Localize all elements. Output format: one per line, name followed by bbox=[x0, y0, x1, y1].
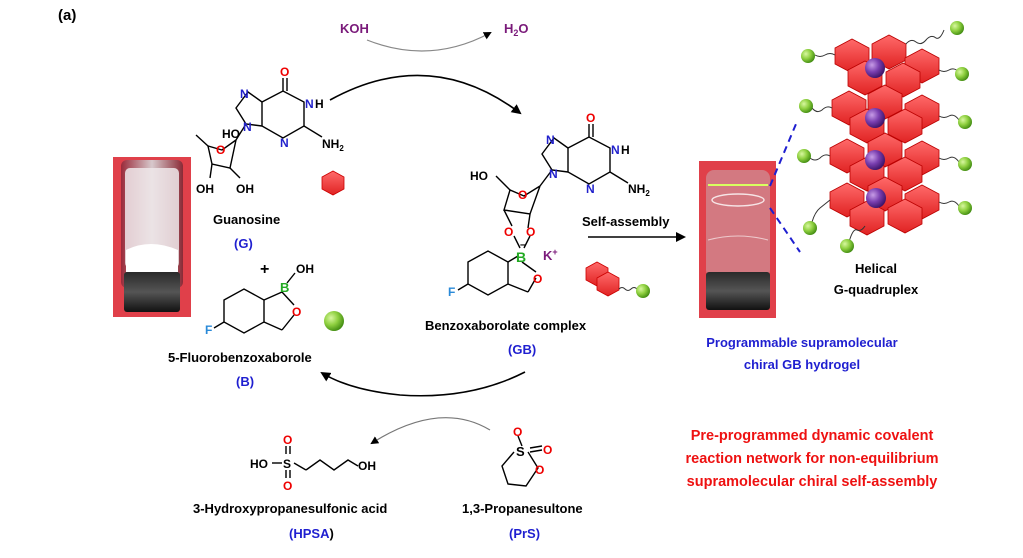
hydrogel-line1: Programmable supramolecular bbox=[706, 335, 897, 350]
svg-text:N: N bbox=[280, 136, 289, 150]
svg-text:O: O bbox=[533, 272, 542, 286]
svg-text:N: N bbox=[243, 120, 252, 134]
hydrogel-line2: chiral GB hydrogel bbox=[744, 357, 860, 372]
guanosine-atoms: HO OH OH O N N N N H NH2 O bbox=[196, 65, 344, 196]
complex-abbr: (GB) bbox=[508, 342, 536, 357]
complex-name: Benzoxaborolate complex bbox=[425, 318, 587, 333]
quadruplex-line1: Helical bbox=[855, 261, 897, 276]
network-line3: supramolecular chiral self-assembly bbox=[687, 474, 938, 490]
svg-text:B: B bbox=[280, 280, 289, 295]
svg-text:N: N bbox=[240, 87, 249, 101]
svg-text:H: H bbox=[315, 97, 324, 111]
svg-text:O: O bbox=[513, 425, 522, 439]
koh-label: KOH bbox=[340, 21, 369, 36]
benzoxaborole-atoms: OH B O F bbox=[205, 262, 314, 337]
svg-text:O: O bbox=[283, 479, 292, 493]
svg-text:N: N bbox=[546, 133, 555, 147]
svg-text:O: O bbox=[526, 225, 535, 239]
svg-text:HO: HO bbox=[250, 457, 268, 471]
koh-h2o-arrow bbox=[366, 32, 492, 52]
svg-text:B: B bbox=[516, 249, 526, 265]
reaction-arrow-bottom bbox=[320, 371, 526, 397]
hpsa-structure bbox=[272, 446, 359, 478]
complex-atoms: HO O O O B – K+ O F N N N N H NH2 O bbox=[448, 111, 650, 299]
plus-sign: + bbox=[260, 261, 269, 278]
network-line1: Pre-programmed dynamic covalent bbox=[691, 428, 934, 444]
panel-label: (a) bbox=[58, 7, 76, 24]
hydrolysis-arrow bbox=[370, 417, 491, 445]
reaction-arrow-top bbox=[329, 74, 522, 115]
svg-text:NH2: NH2 bbox=[322, 137, 344, 153]
svg-text:NH2: NH2 bbox=[628, 182, 650, 198]
svg-text:F: F bbox=[448, 285, 455, 299]
svg-text:OH: OH bbox=[196, 182, 214, 196]
svg-text:F: F bbox=[205, 323, 212, 337]
svg-text:K+: K+ bbox=[543, 247, 558, 263]
svg-text:O: O bbox=[586, 111, 595, 125]
complex-structure bbox=[457, 124, 629, 296]
hpsa-abbr: (HPSA) bbox=[289, 526, 334, 541]
svg-text:O: O bbox=[280, 65, 289, 79]
benzoxaborole-name: 5-Fluorobenzoxaborole bbox=[168, 350, 312, 365]
svg-text:N: N bbox=[611, 143, 620, 157]
zoom-line-bottom bbox=[769, 207, 801, 253]
svg-text:O: O bbox=[216, 143, 225, 157]
svg-text:N: N bbox=[305, 97, 314, 111]
benzoxaborole-abbr: (B) bbox=[236, 374, 254, 389]
svg-text:O: O bbox=[504, 225, 513, 239]
svg-text:OH: OH bbox=[358, 459, 376, 473]
svg-text:O: O bbox=[535, 463, 544, 477]
self-assembly-label: Self-assembly bbox=[582, 214, 670, 229]
prs-abbr: (PrS) bbox=[509, 526, 540, 541]
svg-text:O: O bbox=[283, 433, 292, 447]
svg-text:O: O bbox=[518, 188, 527, 202]
svg-text:HO: HO bbox=[470, 169, 488, 183]
h2o-label: H2O bbox=[504, 21, 529, 38]
svg-text:O: O bbox=[543, 443, 552, 457]
svg-text:–: – bbox=[520, 239, 526, 251]
svg-text:HO: HO bbox=[222, 127, 240, 141]
hpsa-name: 3-Hydroxypropanesulfonic acid bbox=[193, 501, 387, 516]
guanosine-structure bbox=[195, 78, 323, 179]
hpsa-atoms: HO S O O OH bbox=[250, 433, 376, 493]
svg-text:O: O bbox=[292, 305, 301, 319]
svg-text:H: H bbox=[621, 143, 630, 157]
guanosine-vial-photo bbox=[113, 157, 191, 317]
svg-text:OH: OH bbox=[236, 182, 254, 196]
svg-text:S: S bbox=[516, 444, 525, 459]
green-sphere-icon bbox=[324, 311, 344, 331]
svg-text:N: N bbox=[549, 167, 558, 181]
svg-text:OH: OH bbox=[296, 262, 314, 276]
prs-name: 1,3-Propanesultone bbox=[462, 501, 583, 516]
prs-structure bbox=[501, 435, 543, 487]
red-hexagon-icon bbox=[321, 170, 345, 196]
guanosine-boronate-icon bbox=[585, 261, 650, 298]
helical-quadruplex-icon bbox=[797, 21, 972, 253]
guanosine-name: Guanosine bbox=[213, 212, 280, 227]
quadruplex-line2: G-quadruplex bbox=[834, 282, 919, 297]
guanosine-abbr: (G) bbox=[234, 236, 253, 251]
svg-text:N: N bbox=[586, 182, 595, 196]
prs-atoms: S O O O bbox=[513, 425, 552, 477]
network-line2: reaction network for non-equilibrium bbox=[686, 451, 939, 467]
svg-text:S: S bbox=[283, 457, 291, 471]
benzoxaborole-structure bbox=[213, 272, 296, 334]
hydrogel-vial-photo bbox=[699, 161, 776, 318]
